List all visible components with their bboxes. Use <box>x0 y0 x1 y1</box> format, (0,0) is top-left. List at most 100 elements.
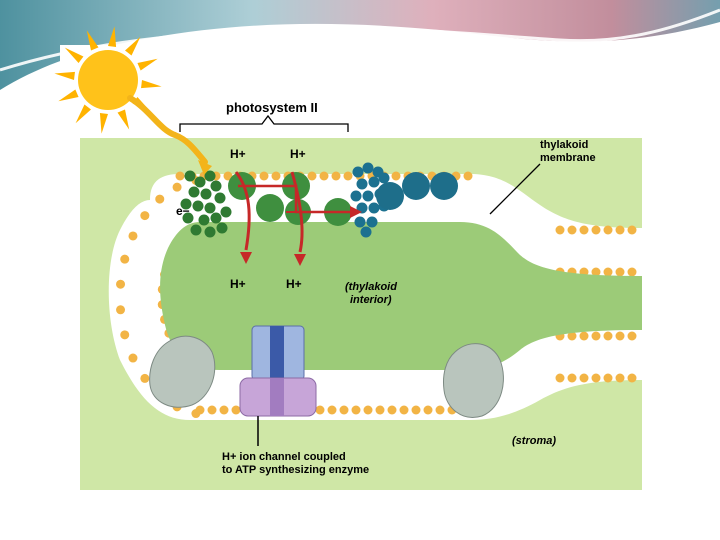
interior-label-line1: (thylakoid <box>345 281 397 293</box>
phospholipid-head <box>615 373 625 383</box>
phospholipid-head <box>155 194 165 204</box>
membrane-label-line2: membrane <box>540 152 596 164</box>
cytochrome-large-spheres <box>376 172 458 210</box>
photosystem-sphere <box>204 170 216 182</box>
phospholipid-head <box>399 405 409 415</box>
phospholipid-head <box>603 331 613 341</box>
membrane-protein-left <box>149 335 216 408</box>
photosystem-sphere <box>210 212 222 224</box>
photosystem-sphere <box>210 180 222 192</box>
phospholipid-head <box>259 171 269 181</box>
arrow-heads <box>240 206 362 266</box>
photosystem-sphere <box>180 198 192 210</box>
phospholipid-head <box>579 331 589 341</box>
phospholipid-head <box>140 211 150 221</box>
phospholipid-head <box>591 331 601 341</box>
cytochrome-sphere <box>366 216 378 228</box>
phospholipid-head <box>128 231 138 241</box>
phospholipid-head <box>343 171 353 181</box>
photosystem-sphere <box>200 188 212 200</box>
cytochrome-sphere <box>378 172 390 184</box>
phospholipid-head <box>603 225 613 235</box>
sun-icon <box>54 26 212 175</box>
photosystem-sphere <box>192 200 204 212</box>
phospholipid-head <box>207 405 217 415</box>
phospholipid-head <box>172 182 182 192</box>
phospholipid-head <box>579 373 589 383</box>
phospholipid-head <box>315 405 325 415</box>
sun-ray <box>117 109 130 130</box>
cytochrome-sphere <box>350 190 362 202</box>
cytochrome-sphere <box>352 166 364 178</box>
phospholipid-head <box>120 330 130 340</box>
membrane-label-line1: thylakoid <box>540 139 588 151</box>
proton-electron-arrows <box>234 171 350 253</box>
proton-label-top-left: H+ <box>230 147 246 161</box>
phospholipid-head <box>120 254 130 264</box>
cytochrome-sphere <box>362 162 374 174</box>
phospholipid-head <box>603 267 613 277</box>
phospholipid-head <box>555 373 565 383</box>
phospholipid-head <box>363 405 373 415</box>
phospholipid-head <box>191 409 201 419</box>
photosystem-label: photosystem II <box>226 100 318 115</box>
cytochrome-sphere <box>354 216 366 228</box>
phospholipid-head <box>411 405 421 415</box>
phospholipid-head <box>423 405 433 415</box>
photosystem-sphere <box>220 206 232 218</box>
photosystem-sphere <box>190 224 202 236</box>
phospholipid-head <box>128 353 138 363</box>
stroma-label: (stroma) <box>512 435 556 447</box>
phospholipid-head <box>615 225 625 235</box>
cytochrome-sphere <box>360 226 372 238</box>
phospholipid-head <box>331 171 341 181</box>
membrane-protein-right <box>443 343 504 418</box>
phospholipid-head <box>339 405 349 415</box>
cytochrome-sphere <box>356 178 368 190</box>
photosystem-sphere <box>214 192 226 204</box>
photosystem-sphere <box>204 226 216 238</box>
membrane-pointer-line <box>489 163 541 215</box>
phospholipid-head <box>175 171 185 181</box>
photosystem-sphere <box>184 170 196 182</box>
channel-caption-line1: H+ ion channel coupled <box>222 451 346 463</box>
proton-label-bottom-left: H+ <box>230 277 246 291</box>
phospholipid-head <box>627 225 637 235</box>
phospholipid-head <box>435 405 445 415</box>
phospholipid-head <box>627 267 637 277</box>
sun-ray <box>99 113 108 134</box>
phospholipid-head <box>615 267 625 277</box>
phospholipid-head <box>603 373 613 383</box>
cytochrome-sphere <box>362 190 374 202</box>
phospholipid-head <box>223 171 233 181</box>
phospholipid-head <box>351 405 361 415</box>
phospholipid-head <box>375 405 385 415</box>
phospholipid-head <box>615 331 625 341</box>
phospholipid-head <box>327 405 337 415</box>
proton-label-top-right: H+ <box>290 147 306 161</box>
phospholipid-head <box>567 331 577 341</box>
photosystem-sphere <box>198 214 210 226</box>
photosystem-sphere <box>204 202 216 214</box>
phospholipid-head <box>387 405 397 415</box>
sun-ray <box>58 89 79 102</box>
sun-ray <box>108 26 117 47</box>
photosystem-sphere <box>194 176 206 188</box>
sun-ray <box>125 36 141 56</box>
phospholipid-head <box>463 171 473 181</box>
phospholipid-head <box>591 373 601 383</box>
atp-synthase <box>239 325 317 446</box>
channel-caption-line2: to ATP synthesizing enzyme <box>222 464 369 476</box>
sun-ray <box>137 58 158 71</box>
phospholipid-head <box>567 225 577 235</box>
phospholipid-head <box>555 225 565 235</box>
phospholipid-head <box>116 305 126 315</box>
phospholipid-head <box>140 373 150 383</box>
phospholipid-head <box>219 405 229 415</box>
sun-ray <box>64 47 84 63</box>
phospholipid-head <box>567 373 577 383</box>
sun-ray <box>54 71 75 80</box>
photosystem-bracket <box>179 114 349 132</box>
phospholipid-head <box>307 171 317 181</box>
